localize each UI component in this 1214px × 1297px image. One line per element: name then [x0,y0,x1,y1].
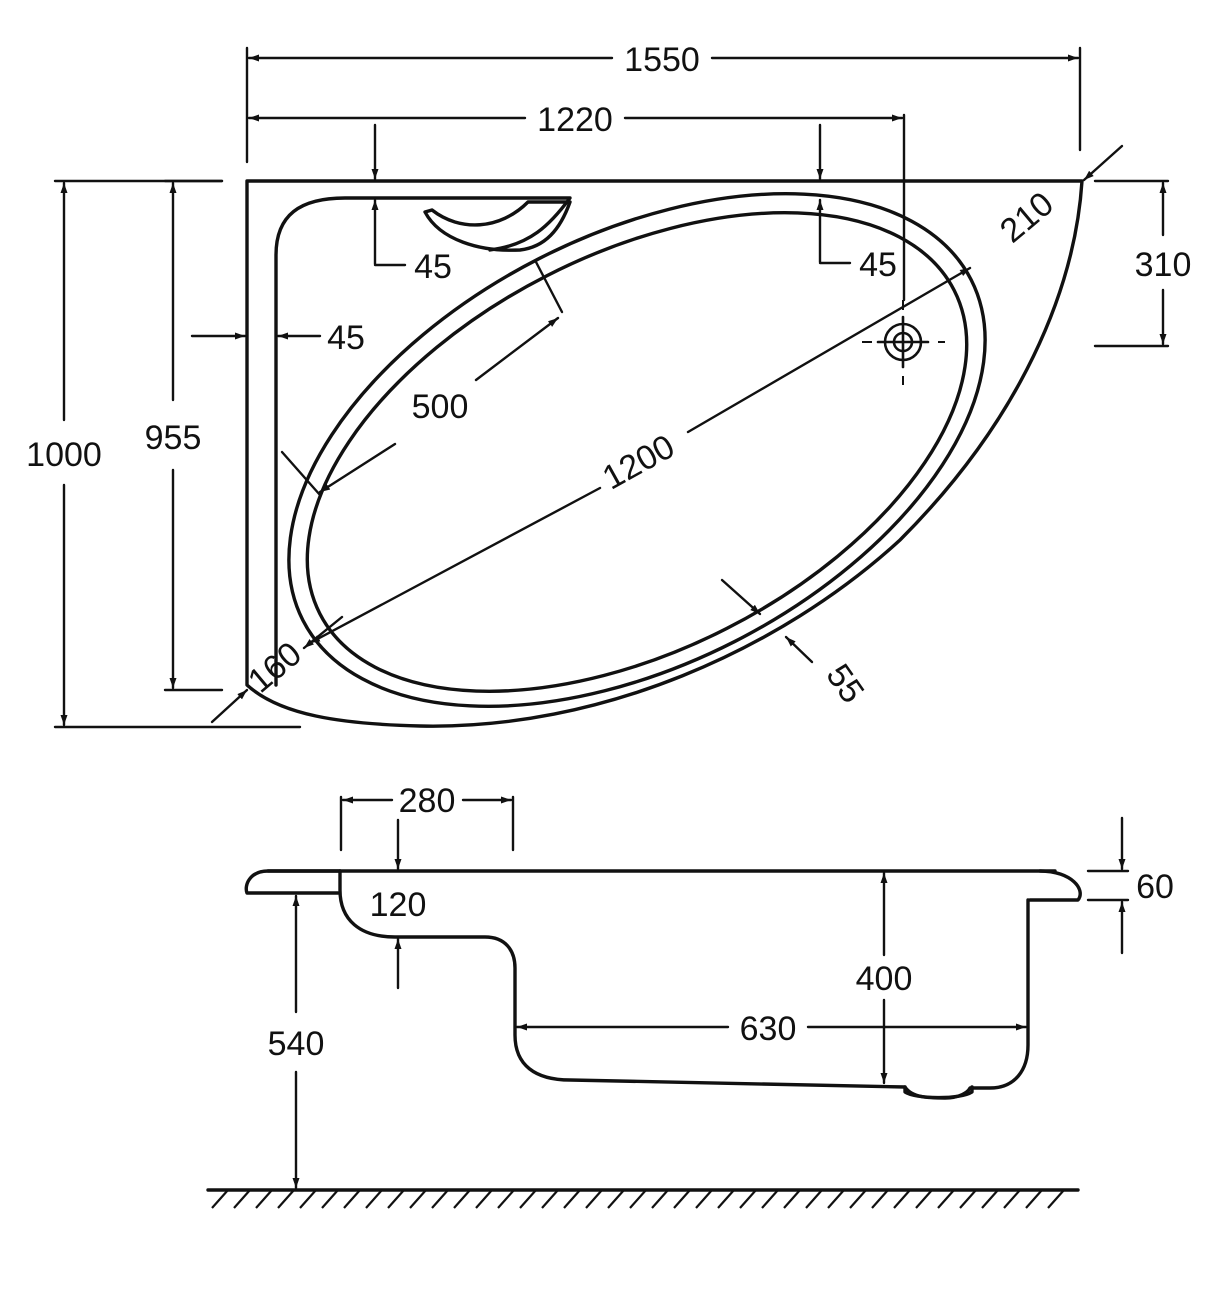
label-overall-width: 1000 [26,436,102,474]
floor-hatch-line [233,1189,251,1209]
floor-hatch-line [541,1189,559,1209]
floor-hatch-line [519,1189,537,1209]
floor-hatch-line [607,1189,625,1209]
floor-hatch-line [1047,1189,1065,1209]
floor-hatch-line [937,1189,955,1209]
floor-hatch-line [981,1189,999,1209]
dim-overall-length: 1550 [245,41,1082,164]
dim-inner-length: 1220 [247,101,906,302]
label-overall-length: 1550 [624,41,700,79]
floor-hatch-line [497,1189,515,1209]
side-rim-left [244,869,342,895]
floor-hatch-line [299,1189,317,1209]
label-basin-length: 1200 [596,427,681,497]
label-rim-top-right: 45 [859,246,897,284]
label-bottom-length: 630 [740,1010,797,1048]
dim-basin-length: 1200 [308,266,972,645]
dim-overall-width: 1000 [26,179,302,729]
floor-hatch-line [629,1189,647,1209]
drain-bump [903,1085,974,1100]
dim-corner-right: 210 [993,144,1124,251]
label-rim-left: 45 [327,319,365,357]
floor-hatch-line [431,1189,449,1209]
floor-hatch-line [563,1189,581,1209]
dim-drain-offset: 310 [1093,179,1192,348]
label-rim-top-left: 45 [414,248,452,286]
floor-hatch-line [453,1189,471,1209]
label-basin-depth: 400 [856,960,913,998]
floor-hatch-line [717,1189,735,1209]
label-inner-width: 955 [145,419,202,457]
top-view: 1550 1220 1000 955 [26,41,1192,729]
floor-hatch-line [739,1189,757,1209]
tub-outline-top [245,179,1084,728]
label-backrest-width: 500 [412,388,469,426]
side-view: 280 120 60 400 630 [206,782,1174,1209]
floor-hatch-line [959,1189,977,1209]
floor-hatch-line [673,1189,691,1209]
floor-hatch-line [871,1189,889,1209]
floor-hatch-line [805,1189,823,1209]
dim-rim-thickness: 60 [1086,816,1174,955]
dim-seat-length: 280 [339,782,515,852]
dim-rim-top-left: 45 [371,123,452,286]
floor-hatch-line [409,1189,427,1209]
floor-hatch-line [1003,1189,1021,1209]
dim-rim-front: 55 [720,578,872,710]
drain-symbol [862,300,945,385]
dim-basin-depth: 400 [856,871,913,1085]
label-height-from-floor: 540 [268,1025,325,1063]
floor-hatch-line [255,1189,273,1209]
floor-hatch-line [321,1189,339,1209]
floor-hatch-line [695,1189,713,1209]
floor-hatch [206,1188,1080,1209]
label-drain-offset: 310 [1135,246,1192,284]
floor-hatch-line [387,1189,405,1209]
label-seat-depth: 120 [370,886,427,924]
floor-hatch-line [893,1189,911,1209]
floor-hatch-line [651,1189,669,1209]
floor-hatch-line [915,1189,933,1209]
label-rim-front: 55 [819,657,872,710]
basin-outer [287,192,987,708]
floor-hatch-line [211,1189,229,1209]
floor-hatch-line [849,1189,867,1209]
inner-rim-line [274,196,572,687]
floor-hatch-line [585,1189,603,1209]
floor-hatch-line [475,1189,493,1209]
label-rim-thickness: 60 [1136,868,1174,906]
dim-rim-left: 45 [190,319,365,357]
dim-rim-top-right: 45 [816,123,897,284]
soap-tray [423,200,572,252]
label-seat-length: 280 [399,782,456,820]
floor-hatch-line [1025,1189,1043,1209]
label-corner-right: 210 [993,185,1061,251]
dim-seat-depth: 120 [370,818,427,990]
floor-hatch-line [783,1189,801,1209]
dim-backrest-width: 500 [280,260,564,497]
floor-hatch-line [761,1189,779,1209]
floor-hatch-line [343,1189,361,1209]
basin-inner [305,211,969,693]
side-rim-right [1028,869,1082,902]
dim-bottom-length: 630 [515,1010,1028,1048]
tub-profile-side [338,869,1030,1100]
floor-hatch-line [277,1189,295,1209]
floor-hatch-line [365,1189,383,1209]
floor-hatch-line [827,1189,845,1209]
dim-height-from-floor: 540 [268,894,325,1190]
dim-inner-width: 955 [145,179,224,692]
label-inner-length: 1220 [537,101,613,139]
